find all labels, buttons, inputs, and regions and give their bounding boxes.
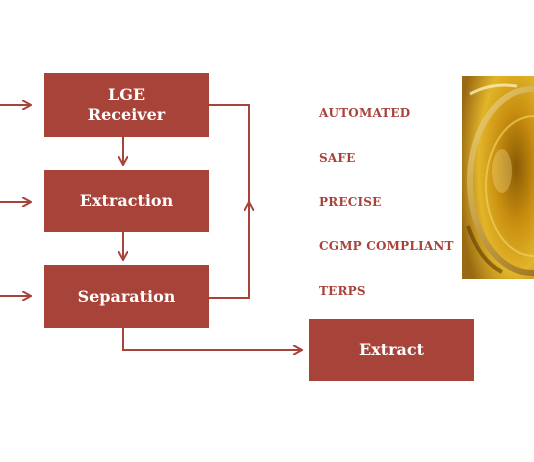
feature-precise: PRECISE xyxy=(319,195,382,209)
recycle-line xyxy=(209,104,250,299)
feature-automated: AUTOMATED xyxy=(319,106,411,120)
extract-oil-photo xyxy=(462,76,534,279)
arrow-separation-to-extract xyxy=(122,328,301,350)
lge-label-line1: LGE xyxy=(107,85,146,104)
feature-safe: SAFE xyxy=(319,151,356,165)
lge-label-line2: Receiver xyxy=(87,105,166,124)
feature-terps: TERPS xyxy=(319,284,366,298)
feature-cgmp-compliant: CGMP COMPLIANT xyxy=(319,239,454,253)
separation-label: Separation xyxy=(77,286,176,306)
extract-box: Extract xyxy=(309,319,474,381)
lge-receiver-box: LGE Receiver xyxy=(44,73,209,137)
extract-label: Extract xyxy=(358,340,425,359)
extraction-label: Extraction xyxy=(79,191,174,210)
extraction-box: Extraction xyxy=(44,170,209,232)
separation-box: Separation xyxy=(44,265,209,328)
